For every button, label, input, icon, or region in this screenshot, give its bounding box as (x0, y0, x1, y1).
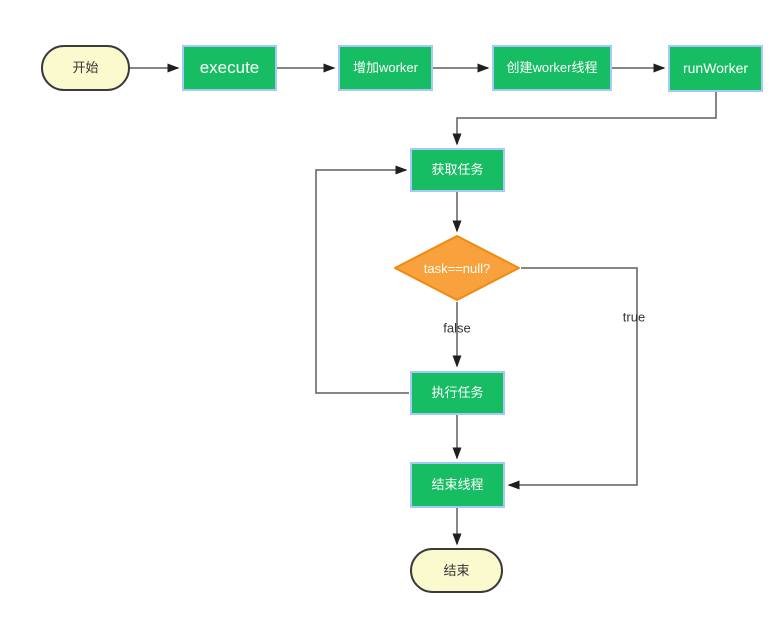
node-create-worker-thread[interactable]: 创建worker线程 (492, 45, 612, 91)
node-get-task-label: 获取任务 (431, 162, 484, 178)
node-add-worker[interactable]: 增加worker (338, 45, 433, 91)
node-add-worker-label: 增加worker (352, 60, 418, 76)
node-start-label: 开始 (72, 60, 99, 76)
node-execute[interactable]: execute (182, 45, 277, 91)
node-end-thread[interactable]: 结束线程 (410, 462, 505, 508)
node-run-worker[interactable]: runWorker (668, 45, 763, 92)
decision-diamond-shape (394, 235, 520, 301)
node-create-worker-thread-label: 创建worker线程 (506, 60, 598, 76)
node-task-null-decision[interactable]: task==null? (393, 235, 521, 301)
edge-runworker-gettask (452, 92, 717, 146)
node-end[interactable]: 结束 (410, 548, 503, 593)
node-execute-label: execute (199, 57, 260, 77)
node-task-null-decision-label: task==null? (423, 260, 491, 276)
node-start[interactable]: 开始 (41, 45, 130, 91)
node-get-task[interactable]: 获取任务 (410, 148, 505, 192)
node-end-label: 结束 (443, 562, 470, 578)
edge-decision-endthread-true (507, 267, 638, 490)
edge-label-true: true (622, 309, 646, 325)
node-execute-task[interactable]: 执行任务 (410, 371, 505, 415)
edge-label-false: false (443, 320, 471, 336)
node-run-worker-label: runWorker (682, 60, 749, 77)
node-execute-task-label: 执行任务 (431, 385, 484, 401)
node-end-thread-label: 结束线程 (431, 477, 484, 493)
edge-executetask-gettask-loop (315, 165, 409, 394)
